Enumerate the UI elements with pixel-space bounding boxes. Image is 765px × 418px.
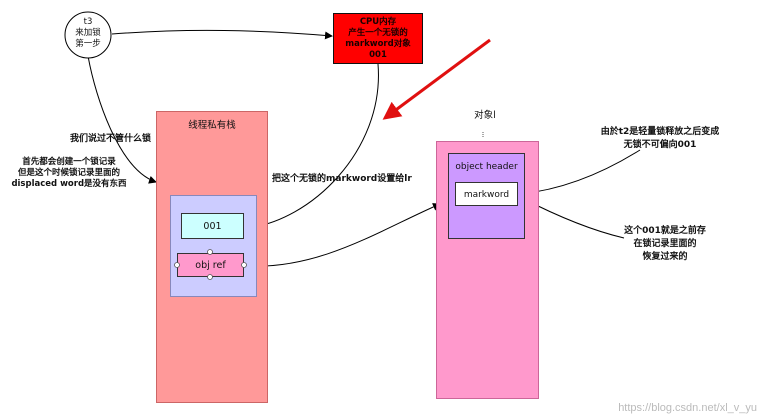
markword-label: markword	[463, 190, 510, 200]
stack-frame	[170, 195, 257, 297]
t3-circle-label: t3 来加锁 第一步	[65, 17, 111, 50]
create-lock-record-line-2: 但是这个时候锁记录里面的	[17, 168, 120, 178]
cpu-line-3: markword对象	[345, 39, 411, 49]
object-title: 对象l	[474, 110, 496, 121]
annotation-restore-001: 这个001就是之前存 在锁记录里面的 恢复过来的	[610, 225, 720, 264]
circle-line-1: t3	[83, 17, 93, 27]
connector-cpu-to-lock-record	[245, 63, 379, 232]
create-lock-record-line-1: 首先都会创建一个锁记录	[22, 157, 116, 167]
annotation-t2-release: 由於t2是轻量锁释放之后变成 无锁不可偏向001	[585, 126, 735, 152]
create-lock-record-line-3: displaced word是没有东西	[11, 179, 127, 189]
restore-line-1: 这个001就是之前存	[624, 226, 706, 236]
thread-stack-title: 线程私有栈	[188, 120, 236, 131]
cpu-line-1: CPU内存	[359, 17, 397, 27]
restore-line-2: 在锁记录里面的	[633, 239, 697, 249]
markword-box: markword	[455, 182, 518, 206]
t3-circle	[64, 11, 112, 59]
cpu-line-2: 产生一个无锁的	[348, 28, 408, 38]
obj-ref-label: obj ref	[195, 260, 226, 271]
annotation-set-markword: 把这个无锁的markword设置给lr	[272, 174, 412, 184]
highlight-arrow	[382, 38, 491, 120]
connector-objref-to-object	[245, 203, 441, 267]
connector-circle-to-cpu	[111, 29, 333, 40]
lock-record: 001	[181, 213, 244, 239]
annotation-dont-care-lock: 我们说过不管什么锁	[70, 134, 152, 144]
connector-circle-to-stack	[87, 55, 157, 184]
watermark: https://blog.csdn.net/xl_v_yu	[618, 402, 757, 414]
cpu-memory-box: CPU内存 产生一个无锁的 markword对象 001	[333, 13, 423, 64]
cpu-line-4: 001	[369, 50, 387, 60]
t2-release-line-2: 无锁不可偏向001	[623, 140, 697, 150]
restore-line-3: 恢复过来的	[642, 252, 688, 262]
circle-line-3: 第一步	[75, 39, 101, 49]
t2-release-line-1: 由於t2是轻量锁释放之后变成	[600, 127, 720, 137]
object-header-label: object header	[455, 162, 518, 172]
annotation-create-lock-record: 首先都会创建一个锁记录 但是这个时候锁记录里面的 displaced word是…	[5, 157, 133, 190]
lock-record-value: 001	[203, 221, 222, 232]
obj-ref-handles	[174, 249, 247, 280]
circle-line-2: 来加锁	[75, 28, 101, 38]
